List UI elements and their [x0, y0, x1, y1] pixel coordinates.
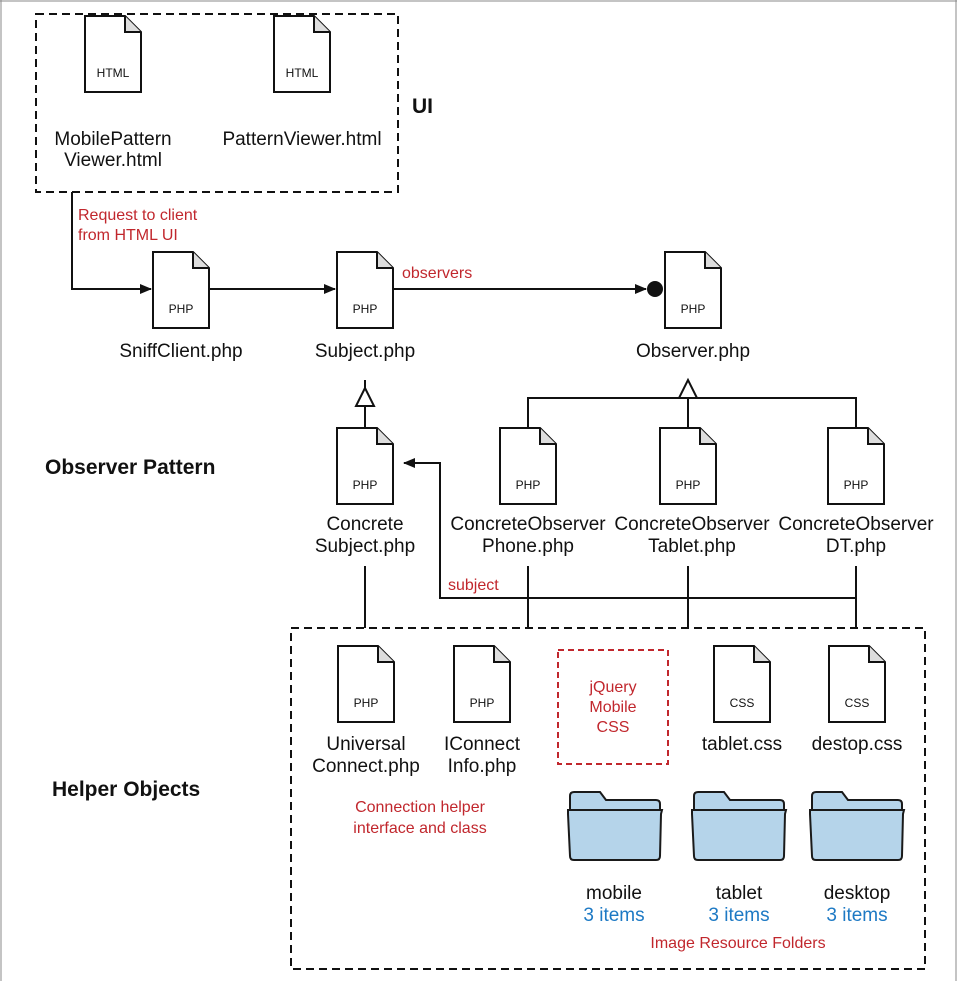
desktop-css-label: destop.css	[812, 734, 903, 755]
svg-text:PHP: PHP	[353, 478, 378, 492]
mobile-folder-icon	[567, 791, 664, 861]
helper-objects-title: Helper Objects	[52, 778, 200, 801]
desktop-folder-count: 3 items	[826, 905, 887, 926]
svg-text:PHP: PHP	[516, 478, 541, 492]
jquery-line-2: Mobile	[589, 699, 636, 716]
mobile-folder-count: 3 items	[583, 905, 644, 926]
sniff-client-php-icon: PHP	[152, 251, 210, 329]
connection-helper-note-2: interface and class	[353, 820, 486, 837]
pattern-viewer-label: PatternViewer.html	[222, 129, 381, 150]
tablet-folder-name: tablet	[716, 883, 763, 904]
svg-text:PHP: PHP	[353, 302, 378, 316]
svg-text:PHP: PHP	[470, 696, 495, 710]
desktop-css-icon: CSS	[828, 645, 886, 723]
jquery-mobile-box	[557, 649, 669, 765]
svg-text:PHP: PHP	[844, 478, 869, 492]
mobile-viewer-label-2: Viewer.html	[64, 150, 162, 171]
desktop-folder-name: desktop	[824, 883, 891, 904]
observer-tablet-label-1: ConcreteObserver	[614, 514, 770, 535]
observer-label: Observer.php	[636, 341, 750, 362]
helper-objects-box	[290, 627, 926, 970]
observer-dt-php-icon: PHP	[827, 427, 885, 505]
observer-inheritance-bus	[527, 397, 857, 430]
tablet-folder-count: 3 items	[708, 905, 769, 926]
connection-helper-note-1: Connection helper	[355, 799, 486, 816]
aggregation-dot-icon	[647, 281, 663, 297]
subject-label: Subject.php	[315, 341, 415, 362]
universal-connect-label-1: Universal	[326, 734, 405, 755]
svg-text:HTML: HTML	[286, 66, 319, 80]
svg-text:PHP: PHP	[354, 696, 379, 710]
universal-connect-php-icon: PHP	[337, 645, 395, 723]
concrete-subject-label-2: Subject.php	[315, 536, 415, 557]
pattern-viewer-html-icon: HTML	[273, 15, 331, 93]
observer-tablet-label-2: Tablet.php	[648, 536, 736, 557]
request-note-line-2: from HTML UI	[78, 227, 178, 244]
universal-connect-label-2: Connect.php	[312, 756, 420, 777]
iconnect-info-label-2: Info.php	[448, 756, 517, 777]
request-connector	[71, 192, 152, 294]
subject-note: subject	[448, 577, 499, 594]
observer-phone-label-1: ConcreteObserver	[450, 514, 606, 535]
tablet-css-label: tablet.css	[702, 734, 782, 755]
mobile-viewer-label-1: MobilePattern	[54, 129, 171, 150]
request-note-line-1: Request to client	[78, 207, 198, 224]
svg-text:CSS: CSS	[730, 696, 755, 710]
subject-inheritance-triangle-icon	[354, 385, 376, 407]
tablet-css-icon: CSS	[713, 645, 771, 723]
svg-text:PHP: PHP	[676, 478, 701, 492]
jquery-line-1: jQuery	[588, 679, 636, 696]
mobile-folder-name: mobile	[586, 883, 642, 904]
concrete-subject-label-1: Concrete	[326, 514, 403, 535]
svg-text:PHP: PHP	[681, 302, 706, 316]
iconnect-info-php-icon: PHP	[453, 645, 511, 723]
observers-note: observers	[402, 265, 472, 282]
image-folders-note: Image Resource Folders	[650, 935, 825, 952]
observer-dt-label-2: DT.php	[826, 536, 886, 557]
sniff-client-label: SniffClient.php	[119, 341, 242, 362]
subject-reference-connector	[403, 458, 857, 599]
observer-phone-php-icon: PHP	[499, 427, 557, 505]
observer-tablet-php-icon: PHP	[659, 427, 717, 505]
mobile-viewer-html-icon: HTML	[84, 15, 142, 93]
observer-pattern-title: Observer Pattern	[45, 456, 215, 479]
svg-text:CSS: CSS	[845, 696, 870, 710]
ui-group-box	[35, 13, 399, 193]
observer-php-icon: PHP	[664, 251, 722, 329]
iconnect-info-label-1: IConnect	[444, 734, 521, 755]
observer-dt-label-1: ConcreteObserver	[778, 514, 934, 535]
desktop-folder-icon	[809, 791, 906, 861]
observer-inheritance-triangle-icon	[677, 377, 699, 399]
observer-phone-label-2: Phone.php	[482, 536, 574, 557]
concrete-subject-php-icon: PHP	[336, 427, 394, 505]
svg-text:PHP: PHP	[169, 302, 194, 316]
ui-group-title: UI	[412, 95, 433, 118]
svg-text:HTML: HTML	[97, 66, 130, 80]
jquery-line-3: CSS	[597, 719, 630, 736]
tablet-folder-icon	[691, 791, 788, 861]
subject-php-icon: PHP	[336, 251, 394, 329]
